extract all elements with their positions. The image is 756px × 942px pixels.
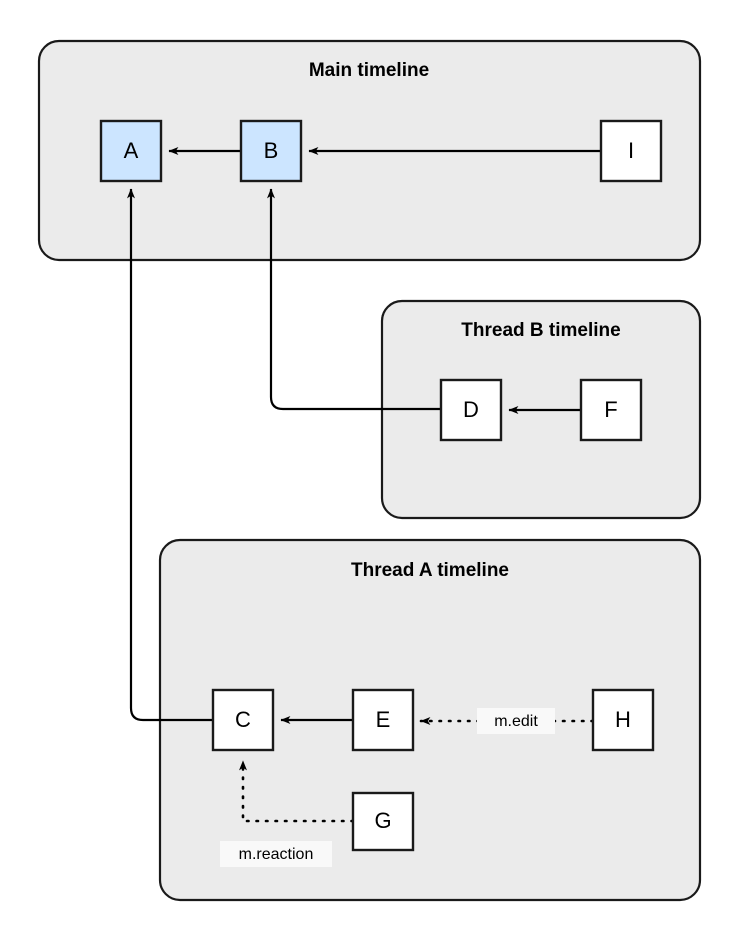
thread-b-timeline-title: Thread B timeline (461, 320, 620, 341)
node-B-box[interactable] (239, 119, 303, 183)
node-G[interactable]: G (351, 791, 415, 852)
edge-label-m-reaction-bg (220, 841, 332, 867)
node-I[interactable]: I (599, 119, 663, 183)
node-G-box[interactable] (351, 791, 415, 852)
node-F-box[interactable] (579, 378, 643, 442)
node-C[interactable]: C (211, 688, 275, 752)
node-D-label: D (463, 397, 479, 422)
edge-label-m-reaction-text: m.reaction (239, 846, 314, 863)
edge-label-m-reaction: m.reaction (220, 841, 332, 867)
edge-d-to-b (267, 188, 441, 411)
node-A[interactable]: A (99, 119, 163, 183)
edge-c-to-a (127, 188, 213, 722)
node-A-label: A (124, 138, 139, 163)
node-H[interactable]: H (591, 688, 655, 752)
main-timeline-title: Main timeline (309, 60, 429, 81)
node-B-label: B (264, 138, 279, 163)
edge-label-m-edit: m.edit (477, 708, 555, 734)
node-E-box[interactable] (351, 688, 415, 752)
node-C-label: C (235, 707, 251, 732)
node-G-label: G (374, 808, 391, 833)
node-F[interactable]: F (579, 378, 643, 442)
node-E[interactable]: E (351, 688, 415, 752)
edge-label-m-edit-bg (477, 708, 555, 734)
node-H-label: H (615, 707, 631, 732)
node-I-label: I (628, 138, 634, 163)
node-A-box[interactable] (99, 119, 163, 183)
edge-label-m-edit-text: m.edit (494, 713, 538, 730)
thread-a-timeline-title: Thread A timeline (351, 560, 509, 581)
node-C-box[interactable] (211, 688, 275, 752)
node-F-label: F (604, 397, 617, 422)
node-D-box[interactable] (439, 378, 503, 442)
node-H-box[interactable] (591, 688, 655, 752)
node-E-label: E (376, 707, 391, 732)
node-B[interactable]: B (239, 119, 303, 183)
node-D[interactable]: D (439, 378, 503, 442)
node-I-box[interactable] (599, 119, 663, 183)
